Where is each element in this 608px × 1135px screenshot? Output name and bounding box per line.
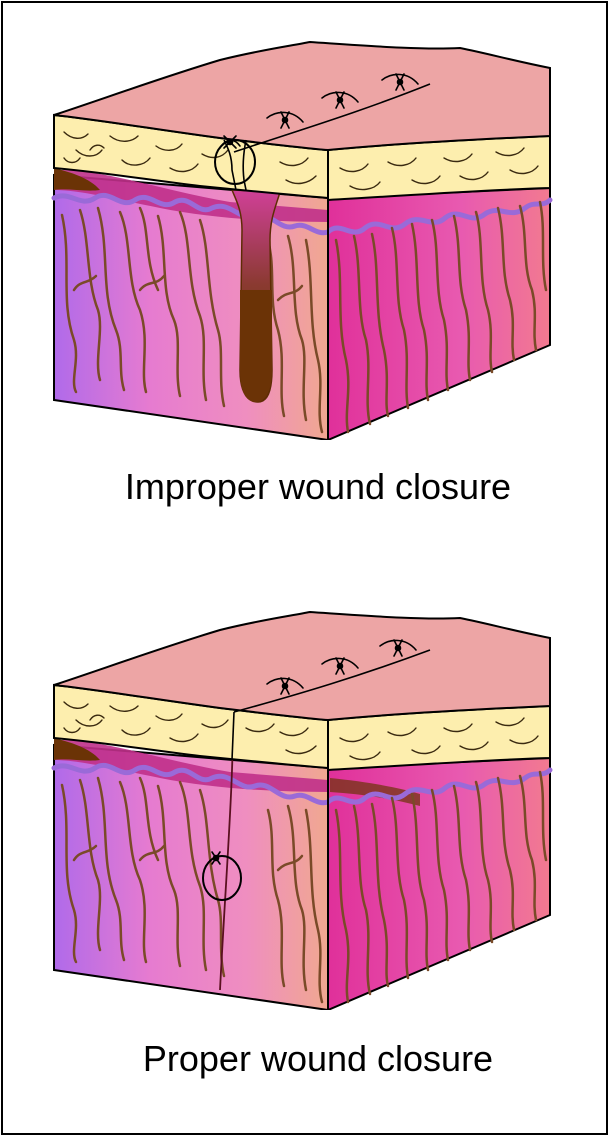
caption-improper: Improper wound closure [14,466,608,508]
skin-block-improper [40,40,570,440]
skin-block-improper-svg [40,40,570,440]
skin-block-proper-svg [40,610,570,1010]
skin-block-proper [40,610,570,1010]
caption-proper: Proper wound closure [14,1038,608,1080]
